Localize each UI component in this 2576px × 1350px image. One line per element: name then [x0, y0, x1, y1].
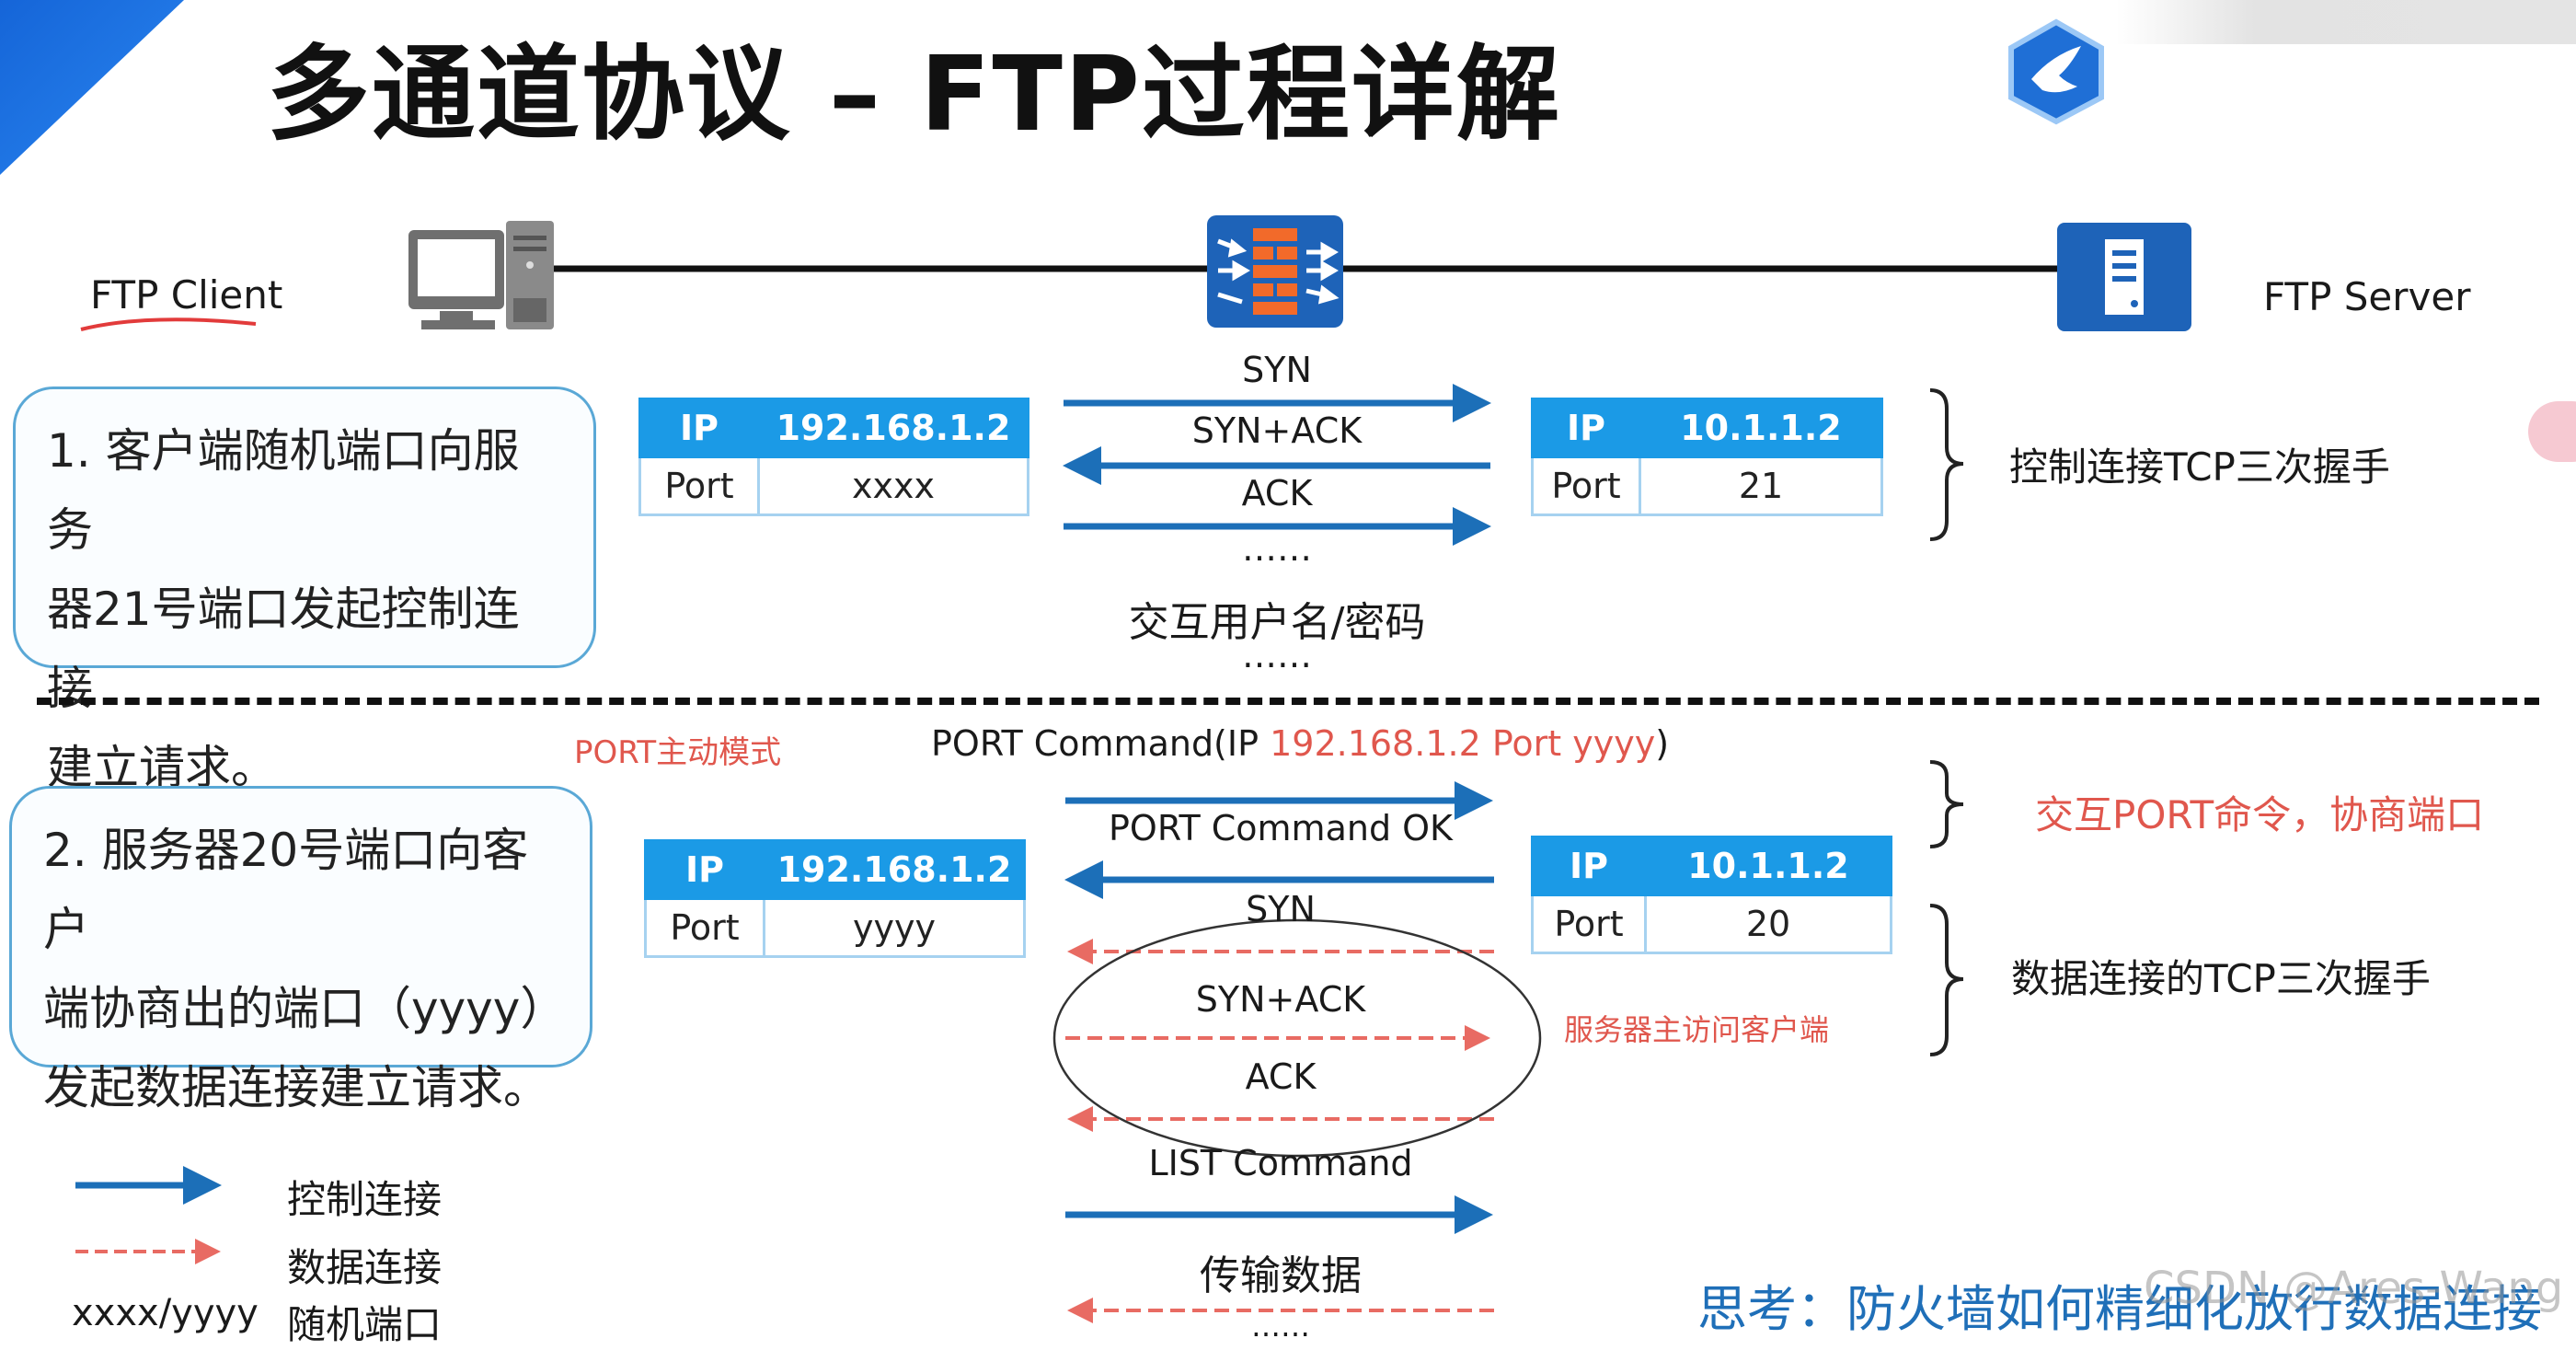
step1-bracket: [1929, 388, 1964, 541]
legend-data-label: 数据连接: [287, 1245, 443, 1290]
step2-arrows: [1052, 781, 1542, 1323]
negotiate-label: 交互PORT命令，协商端口: [2035, 792, 2485, 837]
ip-header: IP: [1531, 398, 1641, 458]
server-icon: [2057, 223, 2191, 331]
label-auth: 交互用户名/密码: [1128, 599, 1426, 646]
label-synack: SYN+ACK: [1191, 410, 1363, 451]
port-value: xxxx: [757, 456, 1029, 516]
step2-note-line: 端协商出的端口（yyyy）: [43, 982, 567, 1035]
label-dots: ……: [1251, 1309, 1310, 1344]
port-command-highlight: 192.168.1.2 Port yyyy: [1270, 723, 1656, 764]
ip-header: IP: [638, 398, 760, 458]
server-label: FTP Server: [2263, 274, 2471, 319]
port-command-suffix: ): [1655, 723, 1670, 764]
port-mode-label: PORT主动模式: [574, 734, 782, 771]
port-header: Port: [638, 456, 760, 516]
step1-note-line: 建立请求。: [47, 741, 277, 794]
label-list-command: LIST Command: [1148, 1143, 1413, 1183]
label-transfer: 传输数据: [1200, 1252, 1362, 1299]
port-header: Port: [1531, 456, 1641, 516]
ip-value: 10.1.1.2: [1644, 836, 1892, 896]
ip-value: 192.168.1.2: [757, 398, 1029, 458]
label-syn: SYN: [1242, 350, 1312, 390]
step1-note: 1. 客户端随机端口向服务 器21号端口发起控制连接 建立请求。: [13, 387, 596, 794]
port-command-label: PORT Command(IP 192.168.1.2 Port yyyy): [931, 723, 1669, 764]
ip-header: IP: [644, 839, 765, 900]
page-title: 多通道协议 – FTP过程详解: [267, 35, 1561, 155]
ip-value: 192.168.1.2: [763, 839, 1026, 900]
negotiate-bracket: [1929, 760, 1964, 848]
legend-lines: [75, 1166, 222, 1264]
label-ack: ACK: [1241, 473, 1313, 513]
firewall-icon: [1207, 215, 1343, 328]
port-header: Port: [644, 897, 765, 958]
step2-note-line: 发起数据连接建立请求。: [43, 1061, 549, 1114]
handshake-ellipse: [1052, 918, 1542, 1158]
step1-arrows: [1063, 384, 1491, 546]
label-data-syn: SYN: [1246, 889, 1316, 929]
step2-bracket: [1929, 904, 1964, 1056]
step1-note-line: 器21号端口发起控制连接: [47, 583, 520, 715]
label-dots: ……: [1242, 635, 1312, 675]
label-data-ack: ACK: [1245, 1056, 1317, 1097]
section-divider: [37, 698, 2539, 705]
ip-value: 10.1.1.2: [1639, 398, 1883, 458]
step1-note-line: 1. 客户端随机端口向服务: [47, 424, 520, 557]
ip-header: IP: [1531, 836, 1647, 896]
label-dots: ……: [1242, 528, 1312, 569]
step2-bracket-label: 数据连接的TCP三次握手: [2011, 956, 2431, 1001]
bird-logo-icon: [2008, 18, 2104, 125]
port-header: Port: [1531, 894, 1647, 954]
watermark: CSDN @Ares-Wang: [2144, 1263, 2564, 1314]
label-data-synack: SYN+ACK: [1195, 979, 1366, 1020]
port-value: 20: [1644, 894, 1892, 954]
client-label: FTP Client: [90, 272, 283, 317]
step2-note: 2. 服务器20号端口向客户 端协商出的端口（yyyy） 发起数据连接建立请求。: [9, 786, 592, 1114]
think-question: 思考：防火墙如何精细化放行数据连接: [1697, 1280, 2542, 1338]
step2-note-line: 2. 服务器20号端口向客户: [43, 824, 529, 956]
server-initiates-label: 服务器主访问客户端: [1564, 1012, 1830, 1047]
legend-random-label: 随机端口: [287, 1302, 443, 1347]
legend-control-label: 控制连接: [287, 1177, 443, 1222]
legend-random: xxxx/yyyy: [72, 1292, 259, 1334]
port-command-prefix: PORT Command(IP: [931, 723, 1271, 764]
side-float-badge[interactable]: [2528, 401, 2576, 462]
computer-icon: [408, 221, 554, 329]
step1-bracket-label: 控制连接TCP三次握手: [2009, 444, 2390, 490]
port-value: yyyy: [763, 897, 1026, 958]
blurred-region: [2116, 0, 2576, 44]
port-value: 21: [1639, 456, 1883, 516]
label-port-ok: PORT Command OK: [1109, 808, 1453, 848]
